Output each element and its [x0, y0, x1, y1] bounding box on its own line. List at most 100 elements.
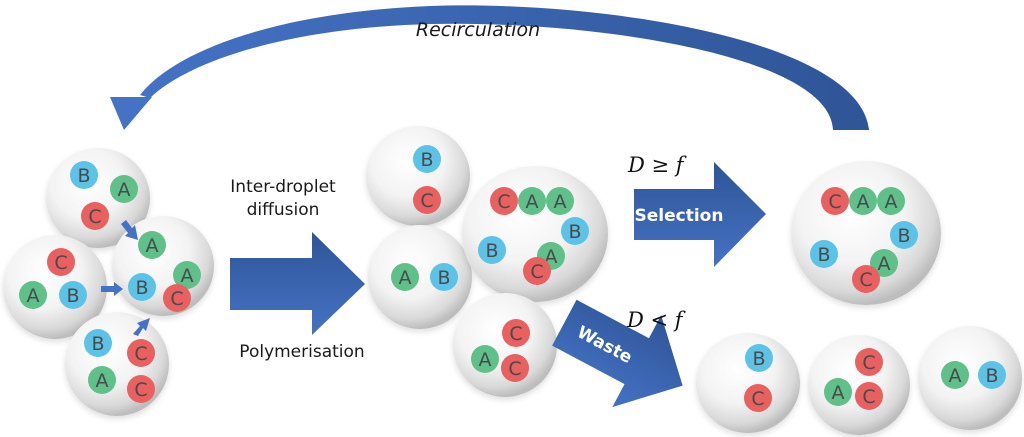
molecule-c [523, 257, 551, 285]
molecule-b [890, 221, 918, 249]
molecule-label: B [77, 165, 90, 187]
molecule-b [561, 217, 589, 245]
molecule-label: C [828, 191, 841, 213]
droplet-shell [368, 225, 472, 329]
molecule-c [81, 202, 109, 230]
recirculation-arrow [110, 5, 869, 130]
molecule-label: C [497, 191, 510, 213]
molecule-label: A [118, 179, 131, 201]
inter-droplet-label: Inter-droplet [230, 177, 336, 197]
molecule-c [413, 186, 441, 214]
diffusion-arrow-bottom [133, 318, 150, 336]
molecule-label: C [509, 323, 522, 345]
molecule-c [490, 187, 518, 215]
molecule-label: C [54, 252, 67, 274]
molecule-c [163, 284, 191, 312]
selection-condition: D ≥ f [627, 153, 687, 177]
molecule-label: A [832, 382, 845, 404]
droplet-shell [453, 293, 557, 397]
droplet-bc: BC [366, 126, 470, 226]
droplet-shell [808, 335, 910, 435]
molecule-b [413, 145, 441, 173]
molecule-c [852, 265, 880, 293]
waste-arrow [552, 299, 683, 408]
molecule-label: B [752, 348, 765, 370]
molecule-c [855, 382, 883, 410]
droplet-shell [366, 126, 470, 226]
molecule-label: C [134, 379, 147, 401]
diffusion-arrows [101, 220, 150, 336]
polymerisation-arrow [230, 232, 365, 335]
droplet-shell [3, 235, 107, 339]
molecule-label: B [568, 221, 581, 243]
molecule-label: C [859, 269, 872, 291]
molecule-b [810, 240, 838, 268]
droplet-waste-bc: BC [696, 333, 800, 433]
molecule-label: A [96, 370, 109, 392]
molecule-label: C [751, 388, 764, 410]
droplet-shell [696, 333, 800, 433]
molecule-a [471, 345, 499, 373]
molecule-label: A [949, 365, 962, 387]
molecule-label: C [88, 206, 101, 228]
molecule-a [546, 187, 574, 215]
molecule-a [19, 281, 47, 309]
molecule-a [138, 231, 166, 259]
polymerisation-label: Polymerisation [239, 342, 364, 362]
molecule-a [518, 187, 546, 215]
molecule-label: B [817, 244, 830, 266]
molecule-c [501, 354, 529, 382]
recirculation-arc [140, 5, 869, 130]
recirculation-arrowhead [110, 97, 152, 130]
molecule-b [84, 329, 112, 357]
molecule-a [870, 249, 898, 277]
molecule-label: B [135, 277, 148, 299]
molecule-b [430, 263, 458, 291]
molecule-a [88, 366, 116, 394]
molecule-label: A [857, 191, 870, 213]
waste-condition: D < f [626, 308, 686, 332]
molecule-label: C [170, 288, 183, 310]
molecule-label: A [27, 285, 40, 307]
molecule-label: B [897, 225, 910, 247]
molecule-label: C [508, 358, 521, 380]
molecule-c [127, 375, 155, 403]
molecule-a [391, 263, 419, 291]
molecule-b [478, 236, 506, 264]
molecule-label: A [526, 191, 539, 213]
molecule-label: C [530, 261, 543, 283]
molecule-label: A [885, 191, 898, 213]
molecule-label: A [181, 265, 194, 287]
molecule-c [821, 187, 849, 215]
molecule-label: A [399, 267, 412, 289]
molecule-label: B [420, 149, 433, 171]
molecule-b [70, 161, 98, 189]
molecule-a [849, 187, 877, 215]
molecule-b [978, 361, 1006, 389]
molecule-a [877, 187, 905, 215]
molecule-a [110, 175, 138, 203]
molecule-label: B [437, 267, 450, 289]
molecule-a [824, 378, 852, 406]
molecule-c [47, 248, 75, 276]
selection-label: Selection [635, 206, 724, 226]
molecule-a [941, 361, 969, 389]
molecule-label: C [862, 352, 875, 374]
droplet-shell [65, 312, 169, 416]
molecule-c [855, 348, 883, 376]
molecule-c [127, 339, 155, 367]
molecule-label: B [985, 365, 998, 387]
molecule-b [745, 344, 773, 372]
diffusion-arrow-top [121, 220, 138, 240]
molecule-label: C [420, 190, 433, 212]
